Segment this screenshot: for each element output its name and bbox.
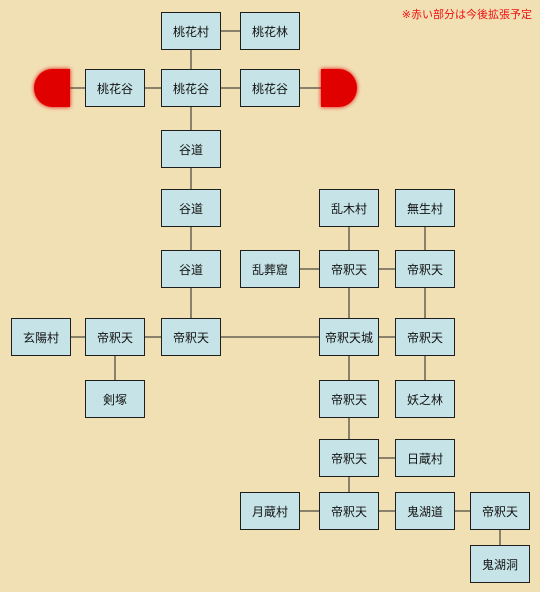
map-node: 谷道	[161, 130, 221, 168]
map-node: 帝釈天	[319, 492, 379, 530]
map-node: 桃花村	[161, 12, 221, 50]
map-node: 桃花谷	[85, 69, 145, 107]
map-node: 鬼湖洞	[470, 545, 530, 583]
map-node: 帝釈天	[395, 318, 455, 356]
expansion-note: ※赤い部分は今後拡張予定	[401, 8, 532, 21]
map-node: 帝釈天	[470, 492, 530, 530]
map-node: 帝釈天	[319, 250, 379, 288]
map-node: 鬼湖道	[395, 492, 455, 530]
map-node: 帝釈天	[319, 439, 379, 477]
map-node: 妖之林	[395, 380, 455, 418]
map-node: 桃花谷	[161, 69, 221, 107]
map-node: 乱葬窟	[240, 250, 300, 288]
map-node: 日蔵村	[395, 439, 455, 477]
map-node: 玄陽村	[11, 318, 71, 356]
map-node: 帝釈天	[319, 380, 379, 418]
expansion-area-left	[34, 69, 70, 107]
expansion-area-right	[321, 69, 357, 107]
map-node: 帝釈天	[85, 318, 145, 356]
map-node: 剣塚	[85, 380, 145, 418]
map-node: 帝釈天	[395, 250, 455, 288]
map-node: 帝釈天	[161, 318, 221, 356]
map-node: 帝釈天城	[319, 318, 379, 356]
map-node: 谷道	[161, 250, 221, 288]
map-node: 桃花林	[240, 12, 300, 50]
map-node: 谷道	[161, 189, 221, 227]
map-node: 月蔵村	[240, 492, 300, 530]
map-node: 無生村	[395, 189, 455, 227]
map-node: 乱木村	[319, 189, 379, 227]
map-node: 桃花谷	[240, 69, 300, 107]
